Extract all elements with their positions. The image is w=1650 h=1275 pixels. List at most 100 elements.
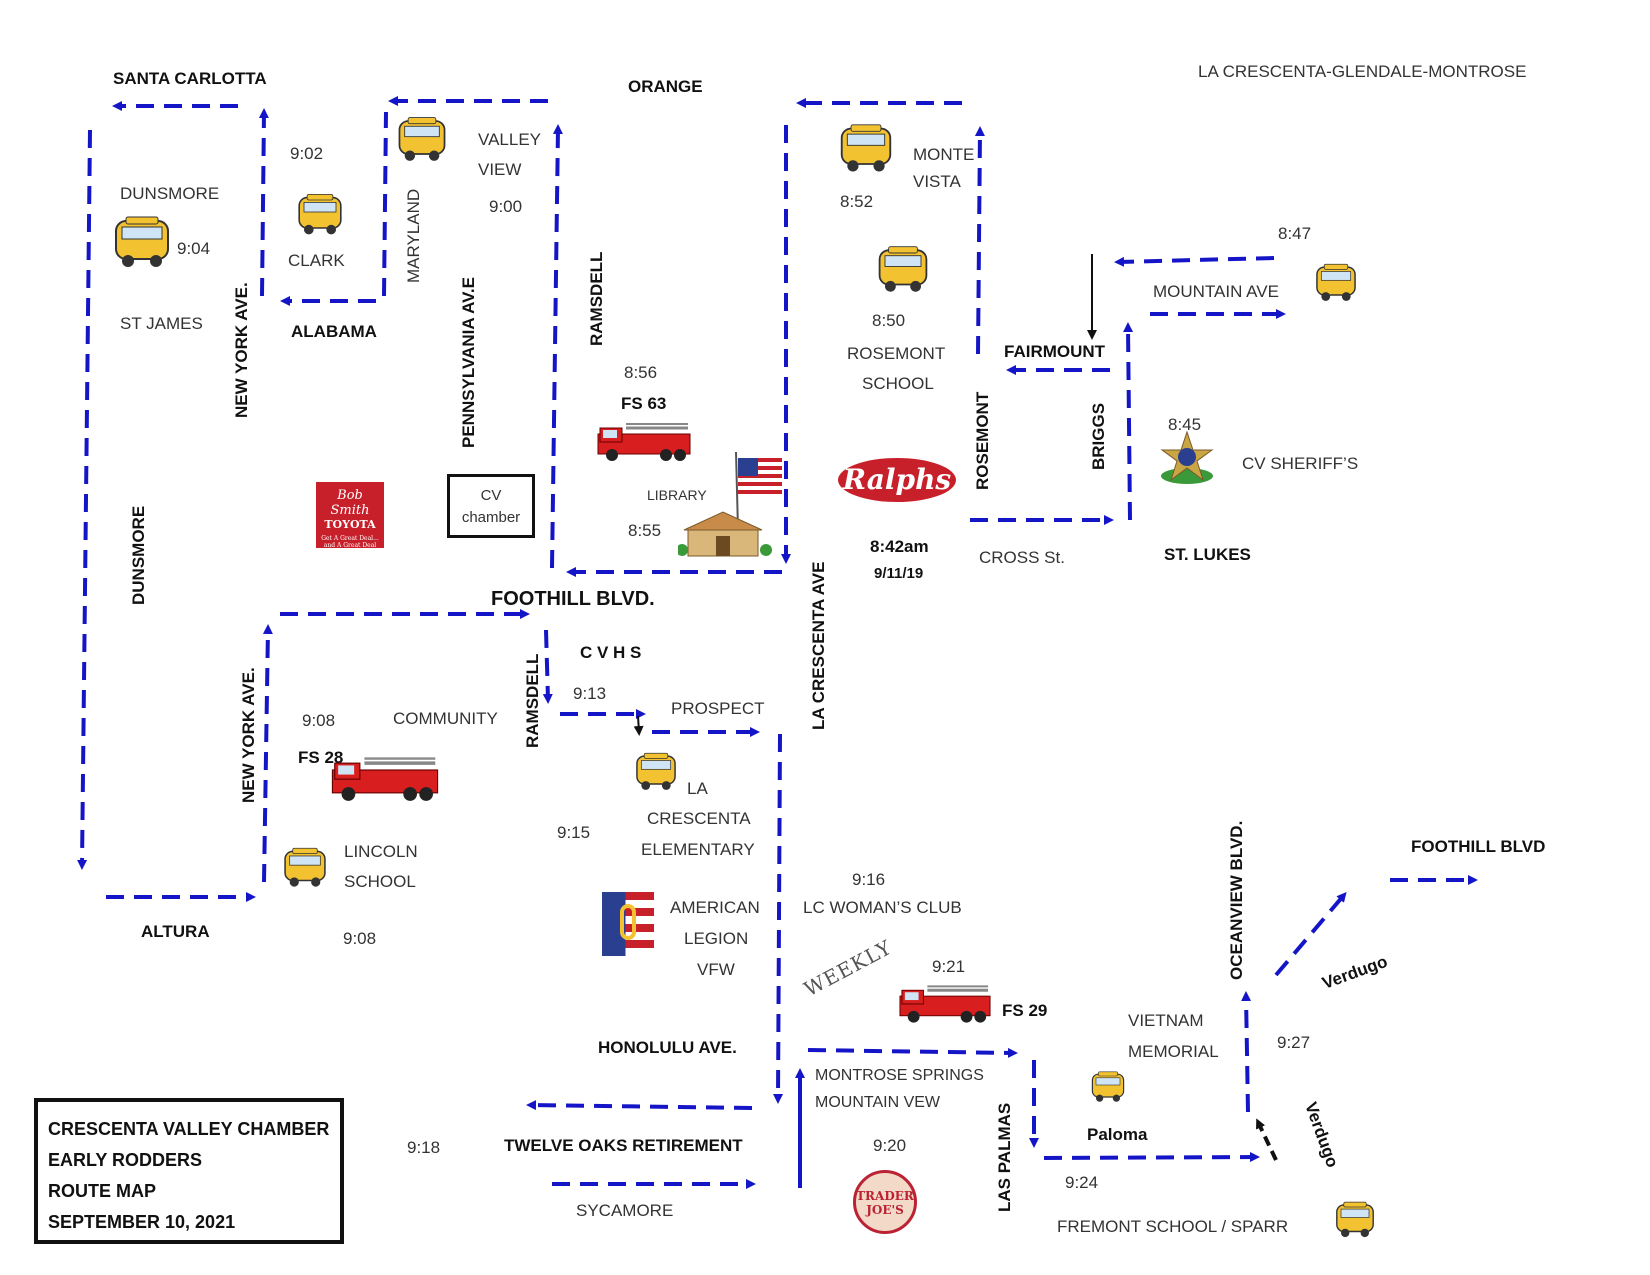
time-915: 9:15	[557, 823, 591, 842]
arrow-prospect-down	[633, 715, 644, 736]
time-855: 8:55	[628, 521, 662, 540]
route-title-box: CRESCENTA VALLEY CHAMBER EARLY RODDERS R…	[34, 1098, 344, 1244]
place-cv-sheriffs: CV SHERIFF’S	[1242, 454, 1359, 473]
time-904: 9:04	[177, 239, 211, 258]
time-850: 8:50	[872, 311, 906, 330]
route-briggs	[1123, 322, 1134, 521]
place-dunsmore: DUNSMORE	[120, 184, 220, 203]
place-legion-3: VFW	[697, 960, 735, 979]
cv-chamber-line2: chamber	[461, 509, 521, 526]
place-rosemont-school-2: SCHOOL	[862, 374, 934, 393]
time-847: 8:47	[1278, 224, 1312, 243]
place-montrose-1: MONTROSE SPRINGS	[815, 1067, 984, 1084]
place-vietnam-1: VIETNAM	[1128, 1011, 1204, 1030]
time-916: 9:16	[852, 870, 886, 889]
american-legion-logo	[602, 892, 654, 956]
bus-icon-monte-vista	[840, 124, 892, 172]
place-montrose-2: MOUNTAIN VEW	[815, 1094, 941, 1111]
title-line-4: SEPTEMBER 10, 2021	[48, 1212, 236, 1232]
place-community: COMMUNITY	[393, 709, 498, 728]
arrow-verdugo-up	[1256, 1118, 1278, 1161]
cv-chamber-box: CV chamber	[447, 474, 535, 538]
trader-joes-logo: TRADER JOE'S	[853, 1170, 917, 1234]
place-lincoln-2: SCHOOL	[344, 872, 416, 891]
street-alabama: ALABAMA	[291, 322, 377, 341]
place-legion-2: LEGION	[684, 929, 749, 948]
time-918: 9:18	[407, 1138, 441, 1157]
route-new-york-bottom	[262, 624, 273, 883]
route-new-york-top	[258, 108, 269, 297]
toyota-logo: Bob Smith TOYOTA Get A Great Deal... and…	[316, 482, 384, 556]
toyota-logo-name: Bob Smith	[330, 488, 370, 518]
place-monte-vista-1: MONTE	[913, 145, 975, 164]
street-prospect: PROSPECT	[671, 699, 765, 718]
street-ramsdell-top: RAMSDELL	[587, 251, 606, 346]
place-library: LIBRARY	[647, 487, 707, 503]
route-ramsdell-top	[550, 124, 563, 569]
time-902: 9:02	[290, 144, 324, 163]
bus-icon-mountain	[1316, 263, 1356, 301]
place-fs29: FS 29	[1002, 1001, 1048, 1020]
library-flag-icon	[678, 451, 782, 557]
street-la-crescenta-ave: LA CRESCENTA AVE	[809, 561, 828, 730]
time-927: 9:27	[1277, 1033, 1311, 1052]
street-cross-st: CROSS St.	[979, 548, 1065, 567]
street-paloma: Paloma	[1087, 1125, 1148, 1144]
street-new-york-top: NEW YORK AVE.	[232, 282, 251, 418]
street-foothill: FOOTHILL BLVD.	[491, 588, 655, 610]
place-valley-view-2: VIEW	[478, 160, 522, 179]
street-st-lukes: ST. LUKES	[1164, 545, 1251, 564]
place-cvhs: C V H S	[580, 643, 642, 662]
time-845: 8:45	[1168, 415, 1202, 434]
toyota-logo-tagline: Get A Great Deal... and A Great Deal Mor…	[321, 535, 379, 556]
map-header: LA CRESCENTA-GLENDALE-MONTROSE	[1198, 62, 1527, 81]
route-verdugo-diag	[1274, 891, 1347, 977]
time-913: 9:13	[573, 684, 607, 703]
toyota-logo-brand: TOYOTA	[324, 518, 376, 531]
place-clark: CLARK	[288, 251, 345, 270]
ribbon-icon	[620, 904, 636, 940]
route-paloma	[1043, 1152, 1260, 1163]
time-852: 8:52	[840, 192, 874, 211]
place-lace-2: CRESCENTA	[647, 809, 751, 828]
route-twelve-oaks	[526, 1100, 753, 1111]
route-la-crescenta-bottom	[773, 733, 784, 1104]
street-foothill-right: FOOTHILL BLVD	[1411, 837, 1546, 856]
bus-icon-la-crescenta-elem	[636, 752, 676, 790]
street-pennsylvania: PENNSYLVANIA AV.E	[459, 277, 478, 448]
trader-joes-line2: JOE'S	[866, 1203, 904, 1217]
time-908a: 9:08	[302, 711, 336, 730]
place-monte-vista-2: VISTA	[913, 172, 961, 191]
route-mountain-upper	[1114, 256, 1275, 267]
street-briggs: BRIGGS	[1089, 402, 1108, 470]
bus-icon-paloma	[1091, 1071, 1125, 1102]
fire-truck-icon-fs28	[331, 757, 439, 801]
bus-icon-lincoln	[284, 847, 326, 887]
place-lace-3: ELEMENTARY	[641, 840, 755, 859]
place-lincoln-1: LINCOLN	[344, 842, 418, 861]
street-las-palmas: LAS PALMAS	[995, 1102, 1014, 1212]
place-lc-womans-club: LC WOMAN’S CLUB	[803, 898, 962, 917]
route-ramsdell-bottom	[542, 629, 553, 704]
time-900: 9:00	[489, 197, 523, 216]
route-oceanview	[1241, 991, 1252, 1113]
street-fairmount: FAIRMOUNT	[1004, 342, 1106, 361]
fire-truck-icon-fs29	[899, 985, 991, 1023]
bus-icon-clark	[298, 194, 342, 235]
street-oceanview: OCEANVIEW BLVD.	[1227, 820, 1246, 980]
bus-icon-fremont	[1336, 1201, 1374, 1238]
street-fremont-sparr: FREMONT SCHOOL / SPARR	[1057, 1217, 1289, 1236]
street-maryland: MARYLAND	[404, 188, 423, 283]
time-908b: 9:08	[343, 929, 377, 948]
street-honolulu: HONOLULU AVE.	[598, 1038, 737, 1057]
ralphs-logo: Ralphs	[838, 458, 956, 502]
start-time: 8:42am	[870, 537, 929, 556]
place-fs63: FS 63	[621, 394, 667, 413]
title-line-2: EARLY RODDERS	[48, 1150, 203, 1170]
place-lace-1: LA	[687, 779, 708, 798]
sheriff-star-icon	[1160, 430, 1214, 484]
route-dunsmore	[77, 129, 92, 870]
time-921: 9:21	[932, 957, 966, 976]
place-rosemont-school-1: ROSEMONT	[847, 344, 946, 363]
